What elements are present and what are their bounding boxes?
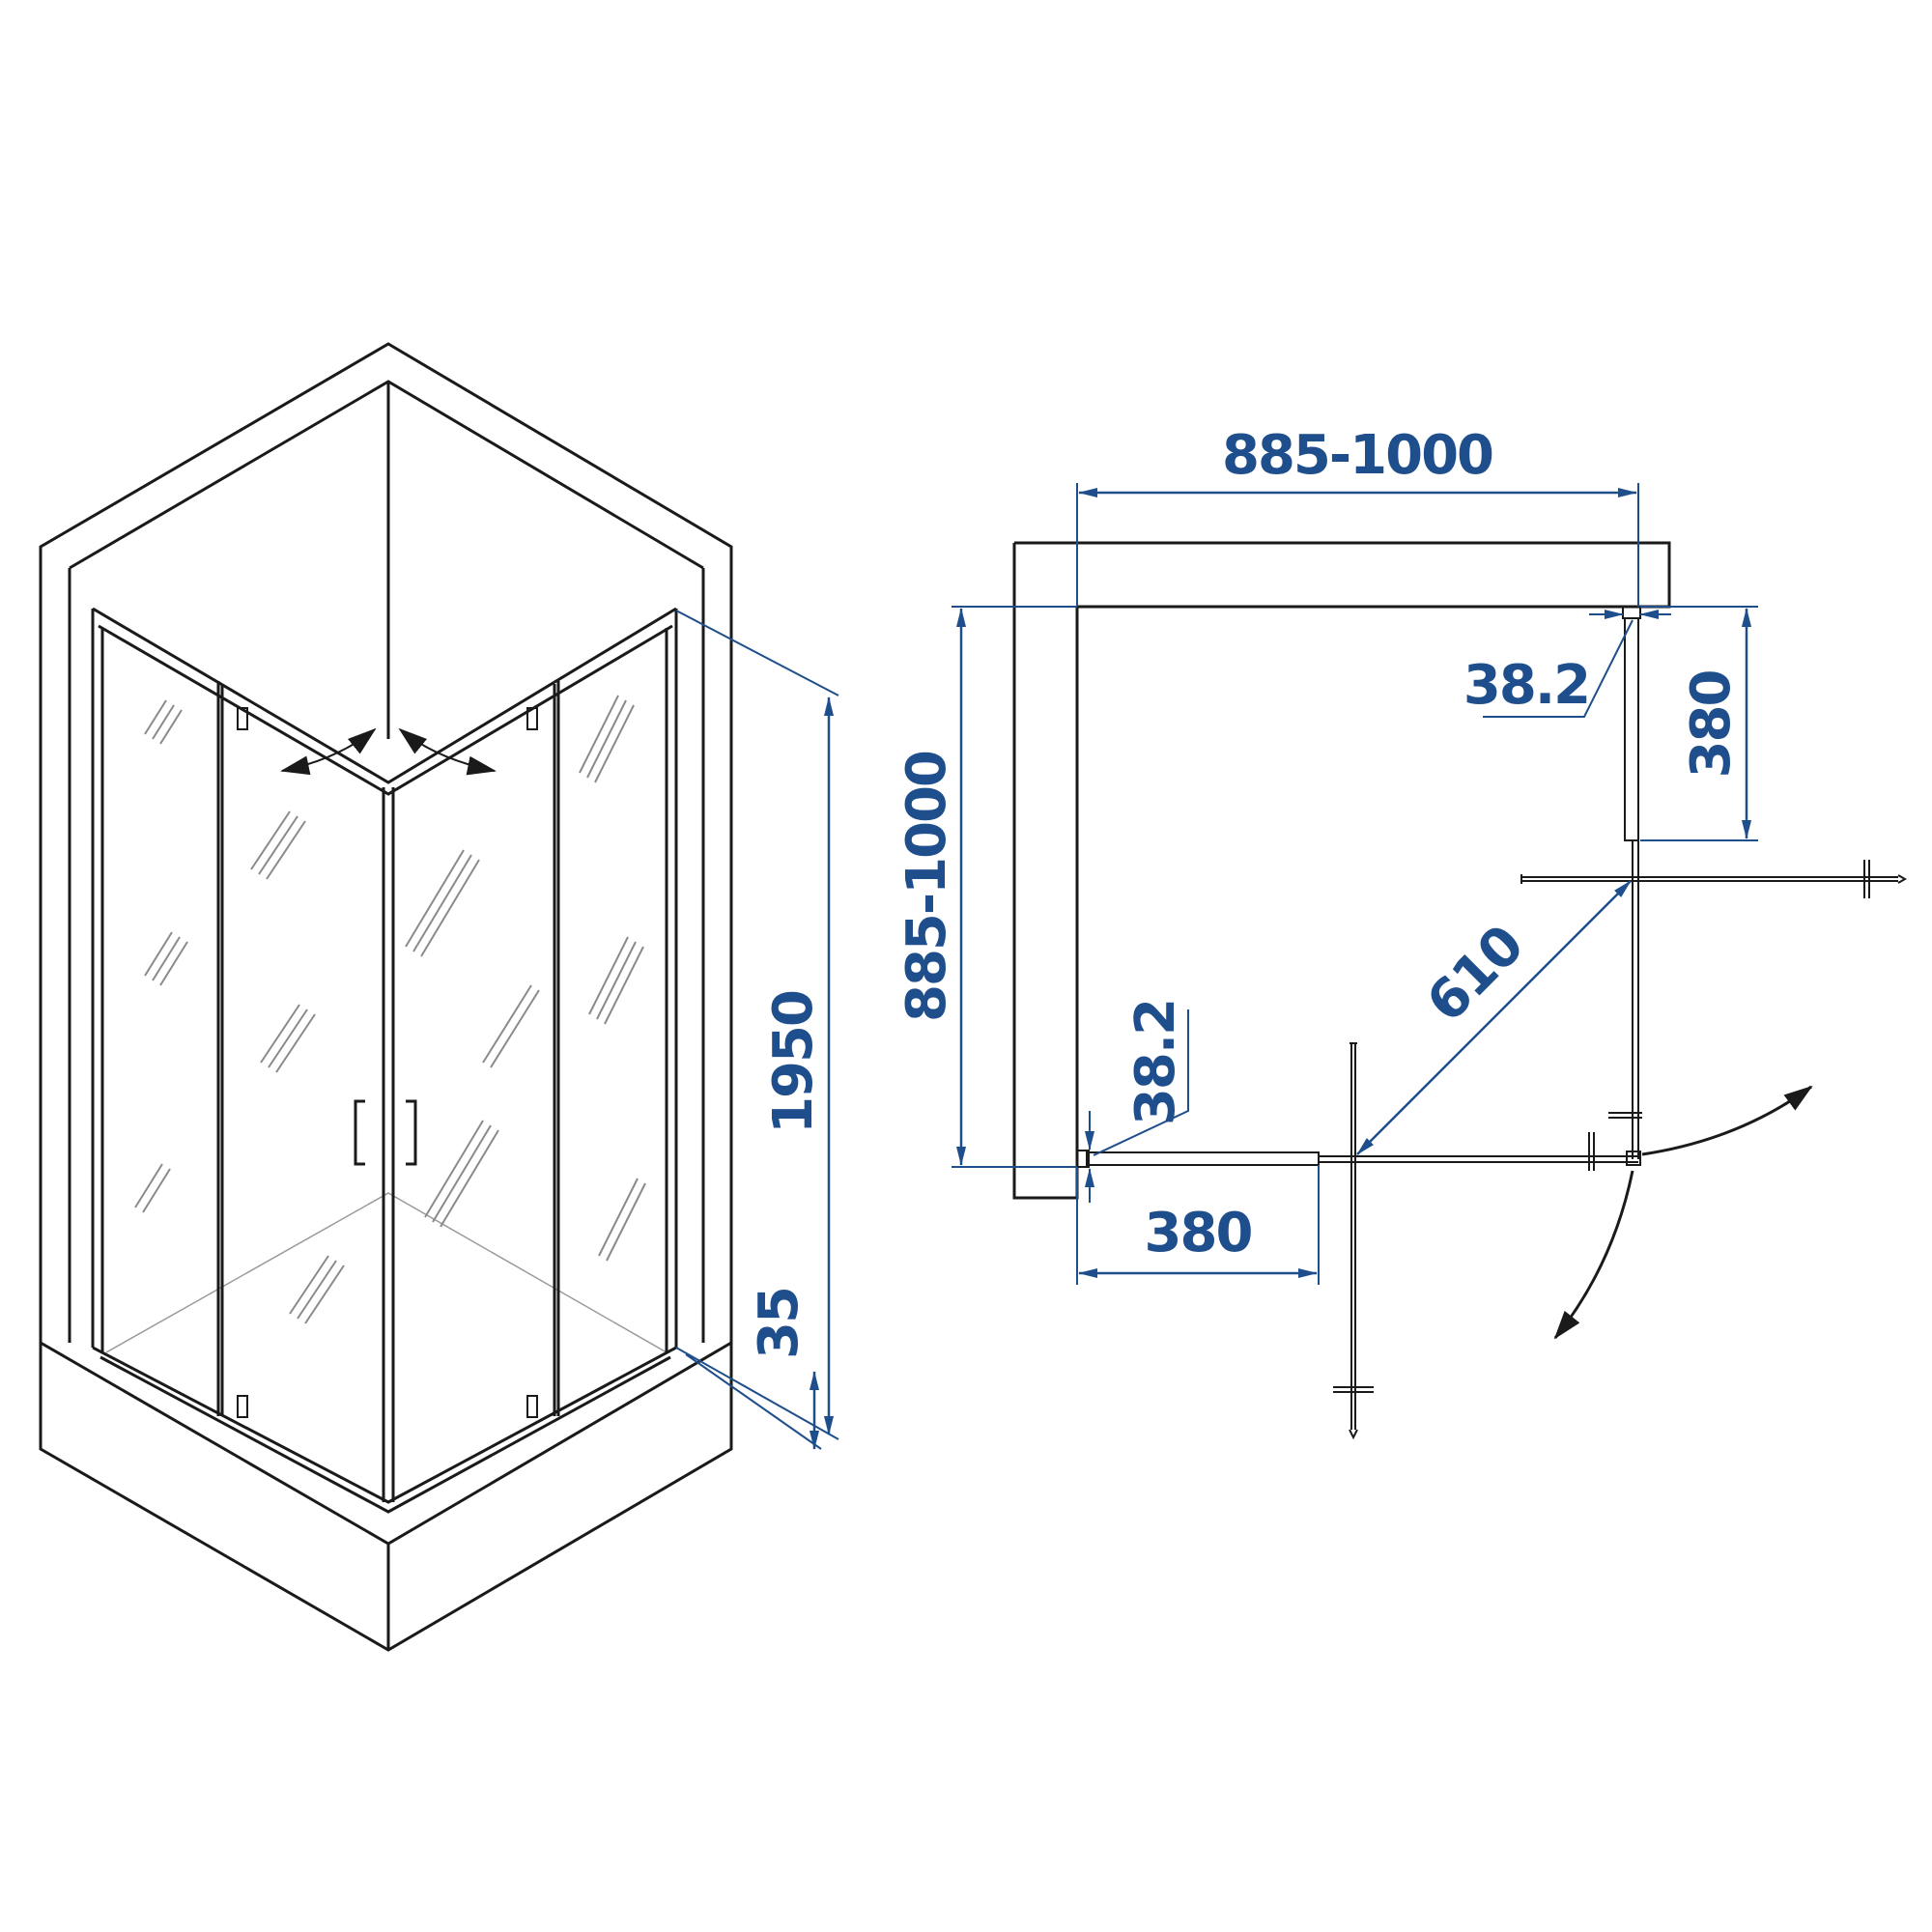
right-door-handle bbox=[1520, 860, 1908, 898]
tray-extension bbox=[685, 1353, 822, 1450]
right-panel-label: 380 bbox=[1680, 671, 1743, 779]
enclosure-frame bbox=[91, 607, 678, 1514]
height-extension-top bbox=[675, 610, 839, 696]
right-door-swing-arrow bbox=[1641, 1085, 1813, 1156]
tray-floor bbox=[105, 1192, 668, 1353]
top-width-label: 885-1000 bbox=[1222, 424, 1492, 487]
wall-outline bbox=[39, 342, 733, 1652]
bottom-profile-leader bbox=[1093, 1009, 1189, 1156]
glass-reflection-marks bbox=[134, 695, 646, 1324]
corner-post bbox=[1626, 1151, 1641, 1166]
bottom-wall-profile bbox=[1076, 1150, 1090, 1168]
door-diagonal-dimension-line bbox=[1356, 880, 1632, 1155]
bottom-door-swing-arrow bbox=[1553, 1170, 1634, 1340]
left-door-swing-arrow bbox=[280, 727, 377, 776]
plan-view: 885-1000 885-1000 380 38.2 380 38.2 610 bbox=[895, 424, 1908, 1440]
isometric-view: 1950 35 bbox=[39, 342, 839, 1652]
right-door-swing-arrow bbox=[398, 727, 497, 776]
tray-height-label: 35 bbox=[748, 1288, 810, 1359]
bottom-profile-label: 38.2 bbox=[1124, 1000, 1187, 1125]
height-label: 1950 bbox=[762, 991, 825, 1134]
right-profile-leader bbox=[1483, 619, 1634, 718]
plan-wall-top bbox=[1014, 541, 1671, 609]
right-wall-profile bbox=[1622, 606, 1641, 619]
door-diagonal-label: 610 bbox=[1415, 915, 1535, 1035]
left-depth-label: 885-1000 bbox=[895, 752, 958, 1022]
right-fixed-panel bbox=[1624, 617, 1639, 841]
plan-wall-left bbox=[1012, 543, 1079, 1200]
bottom-fixed-panel bbox=[1086, 1151, 1320, 1166]
right-profile-label: 38.2 bbox=[1463, 654, 1589, 717]
bottom-door-handle bbox=[1333, 1042, 1374, 1440]
bottom-panel-label: 380 bbox=[1145, 1202, 1252, 1264]
